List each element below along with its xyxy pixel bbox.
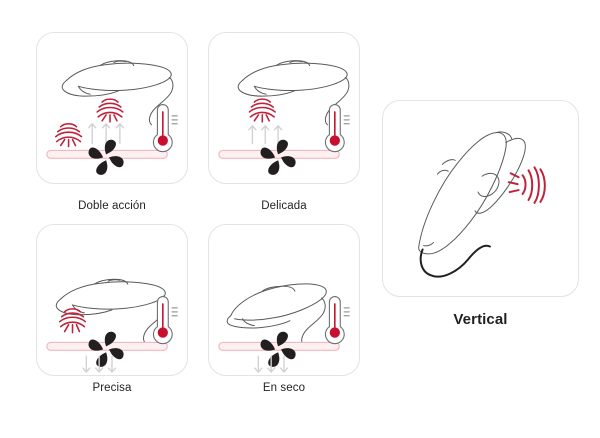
down-arrows-icon [254, 355, 289, 373]
mode-card-doble-accion[interactable] [36, 32, 188, 184]
iron-icon [226, 283, 327, 346]
iron-tilted-icon [418, 131, 526, 255]
mode-label-delicada: Delicada [261, 200, 307, 212]
steam-burst-icon [58, 308, 87, 334]
steam-burst-icon [54, 123, 83, 148]
up-arrows-icon [248, 125, 283, 145]
mode-card-vertical[interactable] [382, 100, 579, 297]
mode-label-precisa: Precisa [92, 382, 132, 394]
thermometer-icon [152, 104, 178, 153]
steam-burst-icon [96, 98, 124, 123]
fan-icon [260, 331, 296, 367]
iron-cord-icon [419, 244, 491, 278]
steam-jet-icon [507, 166, 546, 204]
thermometer-icon [324, 104, 350, 153]
mode-card-delicada[interactable] [208, 32, 360, 184]
mode-label-vertical: Vertical [453, 311, 508, 328]
fan-icon [88, 331, 124, 367]
mode-label-en-seco: En seco [262, 382, 306, 394]
steam-burst-icon [248, 98, 276, 123]
iron-icon [237, 60, 350, 126]
fan-icon [88, 139, 124, 175]
mode-card-precisa[interactable] [36, 224, 188, 376]
up-arrows-icon [88, 123, 125, 145]
mode-card-en-seco[interactable] [208, 224, 360, 376]
fan-icon [260, 139, 296, 175]
thermometer-icon [152, 296, 178, 345]
iron-icon [61, 60, 174, 126]
down-arrows-icon [82, 355, 117, 373]
thermometer-icon [324, 296, 350, 345]
mode-label-doble-accion: Doble acción [78, 200, 146, 212]
